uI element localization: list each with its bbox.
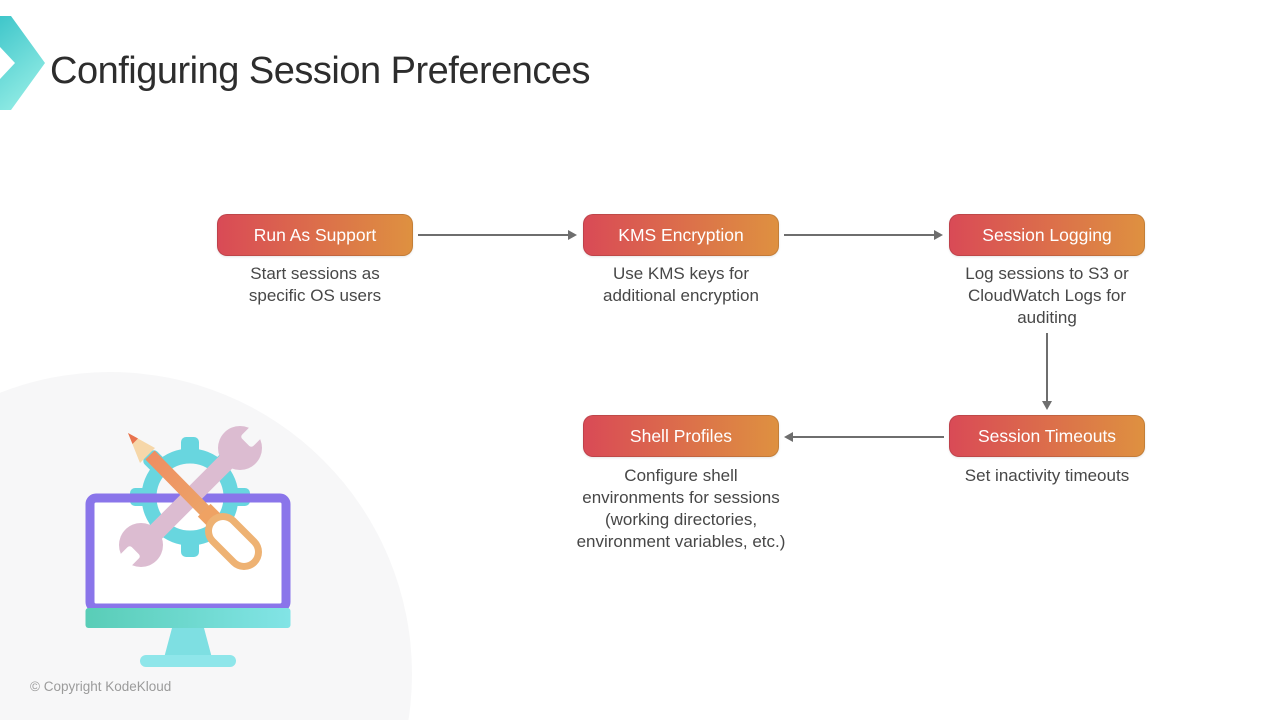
node-run-as-support: Run As Support — [217, 214, 413, 256]
node-session-timeouts: Session Timeouts — [949, 415, 1145, 457]
node-description-kms-encryption: Use KMS keys for additional encryption — [603, 264, 759, 305]
node-label: Session Timeouts — [977, 425, 1117, 446]
copyright-text: © Copyright KodeKloud — [30, 679, 172, 694]
node-description-session-logging: Log sessions to S3 or CloudWatch Logs fo… — [965, 264, 1129, 327]
screwdriver-icon — [128, 433, 262, 570]
node-label: Run As Support — [253, 224, 377, 245]
page-title: Configuring Session Preferences — [50, 50, 591, 92]
node-label: KMS Encryption — [618, 224, 744, 245]
node-description-session-timeouts: Set inactivity timeouts — [964, 466, 1130, 485]
node-label: Shell Profiles — [629, 425, 733, 446]
node-label: Session Logging — [982, 224, 1112, 245]
node-shell-profiles: Shell Profiles — [583, 415, 779, 457]
node-description-shell-profiles: Configure shell environments for session… — [576, 466, 786, 551]
node-session-logging: Session Logging — [949, 214, 1145, 256]
monitor-with-tools-illustration — [0, 372, 412, 720]
kodekloud-chevron-icon — [0, 16, 45, 110]
node-kms-encryption: KMS Encryption — [583, 214, 779, 256]
node-description-run-as-support: Start sessions as specific OS users — [248, 264, 382, 305]
